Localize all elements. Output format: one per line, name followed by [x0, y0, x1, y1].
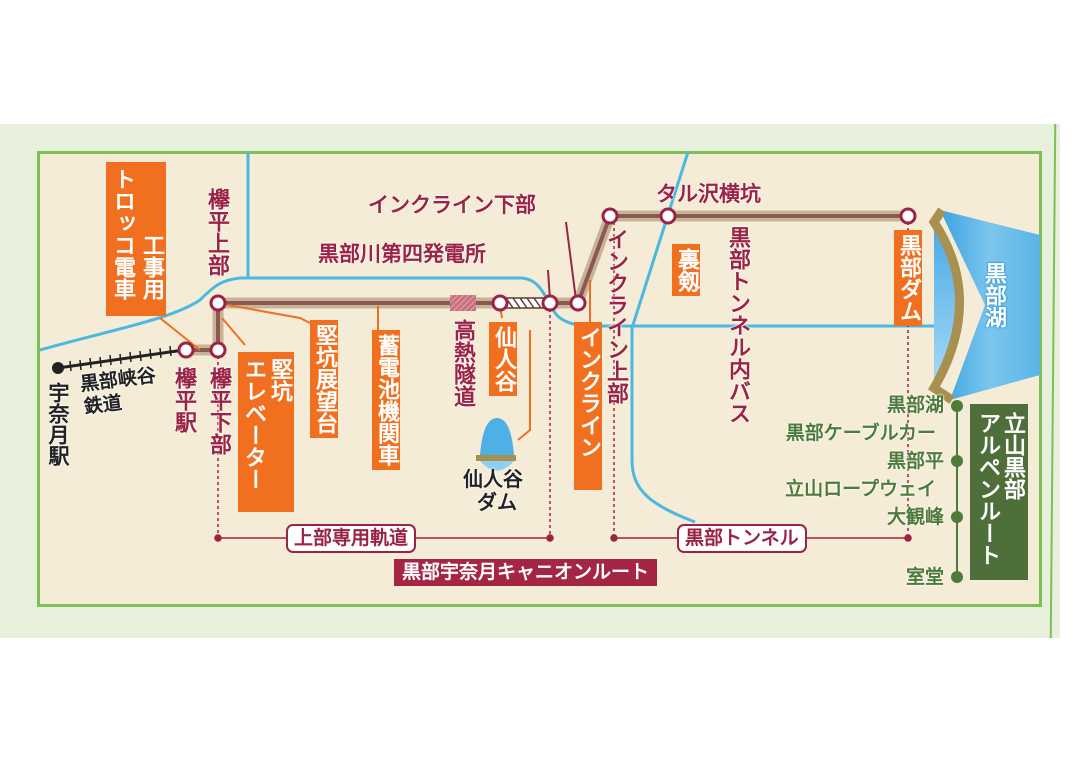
section-bracket-lines: [214, 222, 912, 542]
station-leader-lines: [547, 221, 577, 301]
station-label-kurobe-tunnel-bus: 黒部トンネル内バス: [725, 226, 750, 424]
kurobe-lake: [927, 207, 1040, 404]
station-markers: [177, 207, 917, 359]
facility-kurobe-dam: 黒部ダム: [894, 230, 922, 326]
station-kurobe-dam-marker: [899, 207, 917, 225]
kounetsu-tunnel-marker: [450, 295, 476, 311]
section-kurobe-tunnel: 黒部トンネル: [677, 524, 807, 553]
map-panel: [37, 151, 1042, 607]
station-label-keyakidaira-eki: 欅平駅: [171, 367, 196, 433]
station-label-keyakidaira-jobu: 欅平上部: [204, 188, 229, 276]
sennindani-dam-label-line1: 仙人谷: [463, 467, 523, 491]
koutsu-tunnel-label: 高熱隧道: [450, 319, 475, 407]
alpine-route-line: [951, 400, 963, 583]
facility-tatekou-elevator: 堅坑 エレベーター: [238, 352, 294, 512]
alpine-stop-murodo: 室堂: [905, 566, 944, 588]
truss-bridge-segment: [503, 297, 547, 309]
facility-tatekou-tenboudai: 堅坑展望台: [310, 320, 338, 438]
railway-label-line2: 鉄道: [82, 391, 124, 419]
alpine-stop-tateyama-ropeway: 立山ロープウェイ: [785, 478, 936, 500]
alpine-stop-kurobeko: 黒部湖: [886, 394, 944, 416]
station-tarusawa-marker: [659, 207, 677, 225]
sennindani-dam-icon: [476, 418, 516, 471]
station-label-incline-kabu: インクライン下部: [368, 193, 536, 217]
station-incline-kabu-marker: [569, 294, 587, 312]
station-label-kurobegawa4: 黒部川第四発電所: [318, 242, 486, 266]
station-label-incline-jobu: インクライン上部: [603, 228, 628, 404]
kurobe-gorge-railway-line: [52, 345, 185, 374]
alpine-route-title-box: 立山黒部 アルペンルート: [970, 404, 1028, 580]
station-keyakidaira-eki-marker: [177, 341, 195, 359]
alpine-stop-kurobe-cablecar: 黒部ケーブルカー: [785, 422, 936, 444]
station-keyakidaira-jobu-marker: [209, 294, 227, 312]
station-label-tarusawa: タル沢横坑: [656, 182, 761, 206]
facility-leader-lines: [159, 280, 591, 441]
facility-incline: インクライン: [574, 322, 602, 490]
facility-sennindani: 仙人谷: [489, 322, 517, 396]
alpine-stop-daikanbo: 大観峰: [886, 506, 944, 528]
station-label-unazuki: 宇奈月駅: [46, 382, 70, 466]
facility-urakurobe: 裏剱: [672, 244, 700, 296]
facility-chikudenchi: 蓄電池機関車: [372, 330, 400, 470]
river-lines: [39, 151, 935, 524]
alpine-stop-kurobedaira: 黒部平: [886, 450, 944, 472]
route-title-banner: 黒部宇奈月キャニオンルート: [394, 559, 658, 586]
sennindani-dam-label-line2: ダム: [477, 490, 517, 514]
kurobe-lake-label: 黒部湖: [981, 262, 1006, 328]
facility-kouji-torocco: トロッコ 工事用 電車: [106, 162, 166, 316]
station-keyakidaira-kabu-marker: [209, 341, 227, 359]
station-kurobegawa4-marker: [541, 294, 559, 312]
main-route-line: [186, 210, 908, 356]
station-label-keyakidaira-kabu: 欅平下部: [206, 367, 231, 455]
section-upper-railway: 上部専用軌道: [286, 524, 417, 553]
station-sennindani-marker: [491, 294, 509, 312]
station-incline-jobu-marker: [601, 207, 619, 225]
